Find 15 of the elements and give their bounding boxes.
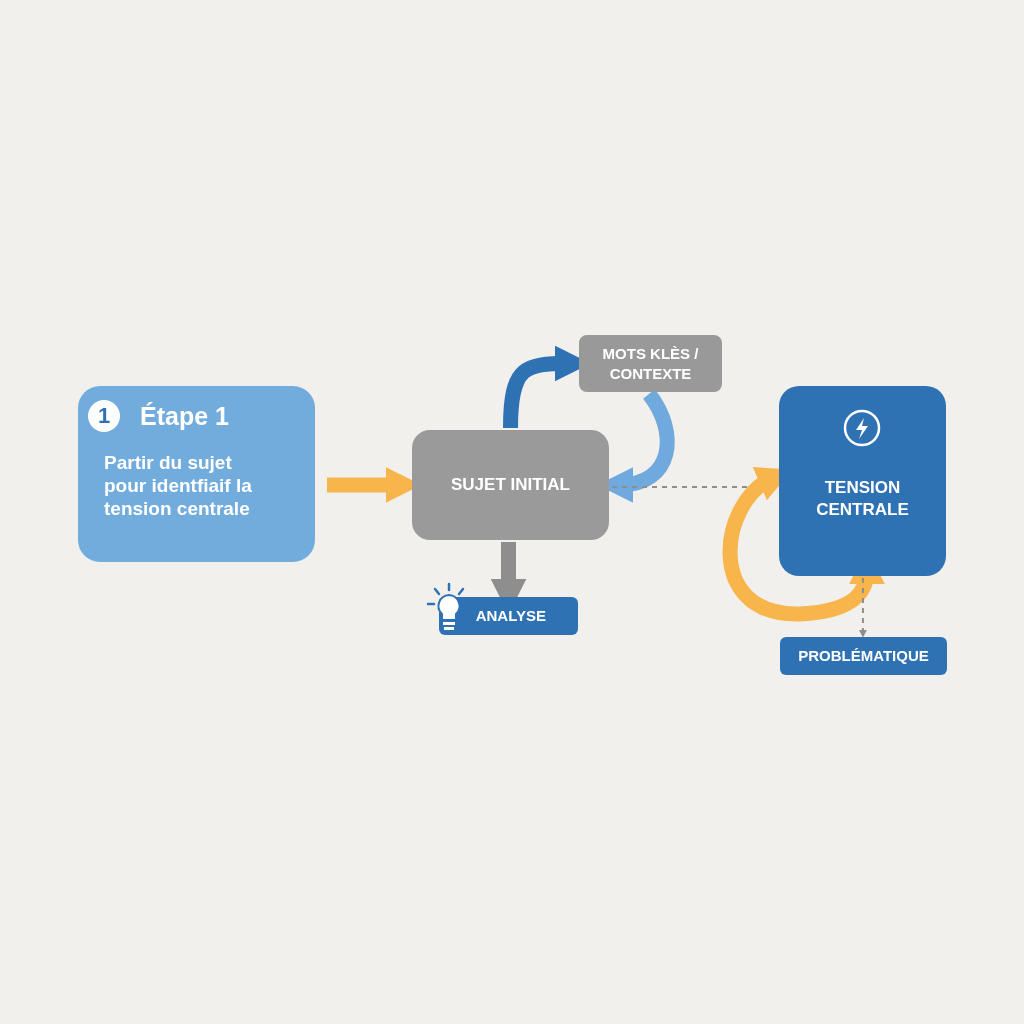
node-label: TENSION CENTRALE bbox=[815, 476, 910, 521]
step-description: Partir du sujet pour identfiaif la tension centrale bbox=[103, 452, 253, 521]
step-card bbox=[78, 386, 315, 562]
label-tag bbox=[780, 637, 947, 675]
step-title: Étape 1 bbox=[140, 401, 229, 431]
process-box bbox=[779, 386, 946, 576]
tag-label: ANALYSE bbox=[474, 606, 547, 626]
step-number: 1 bbox=[88, 400, 120, 432]
node-label: SUJET INITIAL bbox=[450, 473, 571, 496]
dashed-connector bbox=[858, 577, 867, 638]
node-label: MOTS KLÈS / CONTEXTE bbox=[601, 344, 700, 383]
tag-label: PROBLÉMATIQUE bbox=[797, 646, 930, 666]
arrow bbox=[722, 466, 885, 622]
process-box bbox=[412, 430, 609, 540]
process-box bbox=[579, 335, 722, 392]
